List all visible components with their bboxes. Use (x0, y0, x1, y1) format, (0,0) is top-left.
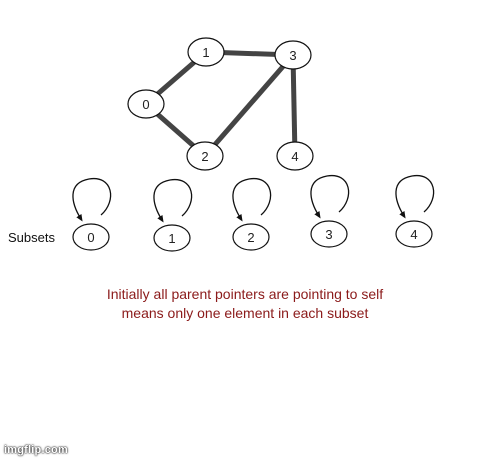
subset-item-3: 3 (310, 175, 350, 248)
subset-node-circle (72, 223, 110, 251)
graph-node-label: 0 (142, 97, 149, 112)
graph-node-3: 3 (274, 40, 312, 70)
subset-item-1: 1 (153, 179, 193, 252)
edge-3-4 (290, 54, 298, 157)
graph-node-label: 2 (201, 149, 208, 164)
graph-node-2: 2 (186, 141, 224, 171)
graph-node-4: 4 (276, 141, 314, 171)
graph-node-circle (186, 141, 224, 171)
parent-pointer-arrow (72, 178, 112, 222)
parent-pointer-arrow (232, 178, 272, 222)
parent-pointer-arrow (310, 175, 350, 219)
subsets-label: Subsets (8, 230, 55, 245)
imgflip-watermark: imgflip.com (4, 444, 68, 456)
graph-node-0: 0 (127, 89, 165, 119)
graph-node-label: 1 (202, 45, 209, 60)
subset-node-label: 1 (168, 231, 175, 246)
subset-items: 0 1 2 3 4 (72, 175, 435, 252)
edge-2-3 (203, 53, 295, 158)
caption-line-1: Initially all parent pointers are pointi… (107, 286, 383, 302)
graph-nodes: 0 1 2 3 4 (127, 37, 314, 171)
subset-node-circle (395, 220, 433, 248)
subset-item-4: 4 (395, 175, 435, 248)
graph-node-1: 1 (187, 37, 225, 67)
subset-node-label: 3 (325, 227, 332, 242)
subset-node-label: 0 (87, 230, 94, 245)
graph-node-circle (274, 40, 312, 70)
graph-node-label: 3 (289, 48, 296, 63)
parent-pointer-arrow (395, 175, 435, 219)
caption-line-2: means only one element in each subset (122, 305, 369, 321)
graph-node-circle (276, 141, 314, 171)
subset-node-label: 2 (247, 230, 254, 245)
parent-pointer-arrow (153, 179, 193, 223)
graph-edges (144, 49, 298, 158)
graph-node-label: 4 (291, 149, 298, 164)
subset-node-circle (232, 223, 270, 251)
subset-item-0: 0 (72, 178, 112, 251)
subset-node-circle (153, 224, 191, 252)
subset-node-label: 4 (410, 227, 417, 242)
subset-node-circle (310, 220, 348, 248)
graph-node-circle (187, 37, 225, 67)
subset-item-2: 2 (232, 178, 272, 251)
graph-node-circle (127, 89, 165, 119)
